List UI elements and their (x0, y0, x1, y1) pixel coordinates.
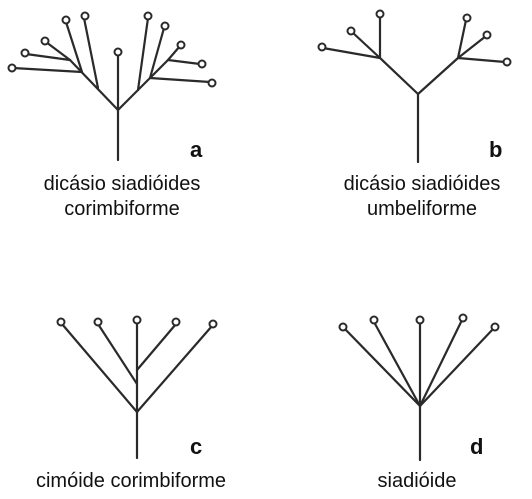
diagram-b-branch (378, 56, 420, 96)
flower-bud (375, 9, 385, 19)
flower-bud (113, 47, 123, 57)
flower-bud (160, 21, 170, 31)
caption-c-line1: cimóide corimbiforme (35, 470, 227, 492)
flower-bud (132, 315, 142, 325)
caption-a: dicásio siadióides corimbiforme (12, 172, 232, 222)
diagram-b-branch (321, 46, 382, 60)
flower-bud (208, 319, 218, 329)
flower-bud (171, 317, 181, 327)
diagram-c-branch (60, 322, 139, 414)
caption-b-line1: dicásio siadióides (343, 173, 501, 195)
caption-a-line1: dicásio siadióides (43, 173, 201, 195)
flower-bud (346, 26, 356, 36)
flower-bud (61, 15, 71, 25)
flower-bud (207, 78, 217, 88)
diagram-b-branch (416, 56, 460, 96)
diagram-a-branch (166, 58, 202, 66)
diagram-c (56, 315, 218, 460)
flower-bud (40, 36, 50, 46)
diagram-a-branch (11, 66, 84, 74)
caption-d-line1: siadióide (377, 470, 457, 492)
diagram-b-branch (456, 34, 488, 60)
flower-bud (7, 63, 17, 73)
flower-bud (317, 42, 327, 52)
diagram-c-branch (96, 322, 139, 386)
diagram-b (317, 9, 512, 164)
flower-bud (93, 317, 103, 327)
diagram-a (7, 11, 217, 162)
flower-bud (197, 59, 207, 69)
diagram-b-branch (456, 18, 468, 60)
diagram-d-branch (418, 318, 464, 408)
caption-b-line2: umbeliforme (366, 198, 478, 220)
diagram-a-branch (64, 20, 84, 74)
diagram-a-branch (148, 76, 212, 84)
diagram-b-branch (350, 30, 382, 60)
diagram-a-branch (24, 52, 72, 62)
caption-a-line2: corimbiforme (64, 198, 180, 220)
panel-letter-d: d (470, 434, 484, 459)
diagram-d-branch (342, 326, 422, 408)
flower-bud (20, 48, 30, 58)
flower-bud (482, 30, 492, 40)
caption-c: cimóide corimbiforme (0, 469, 262, 494)
flower-bud (369, 315, 379, 325)
caption-d: siadióide (342, 469, 492, 494)
flower-bud (502, 57, 512, 67)
caption-b: dicásio siadióides umbeliforme (312, 172, 532, 222)
panel-letter-a: a (190, 137, 203, 162)
diagram-b-branch (456, 56, 507, 64)
diagram-d (338, 313, 500, 462)
diagram-a-branch (68, 58, 120, 112)
flower-bud (415, 315, 425, 325)
flower-bud (490, 322, 500, 332)
flower-bud (462, 13, 472, 23)
diagram-d-branch (372, 320, 422, 408)
diagram-a-branch (148, 26, 166, 80)
flower-bud (338, 322, 348, 332)
diagram-a-branch (136, 16, 150, 92)
flower-bud (80, 11, 90, 21)
panel-letter-b: b (489, 137, 503, 162)
diagram-a-branch (82, 16, 100, 90)
diagram-c-branch (135, 322, 178, 372)
flower-bud (458, 313, 468, 323)
diagram-d-branch (418, 326, 496, 408)
diagram-a-branch (44, 40, 72, 62)
diagram-a-branch (116, 58, 170, 112)
flower-bud (56, 317, 66, 327)
diagram-c-branch (135, 324, 214, 414)
flower-bud (176, 40, 186, 50)
panel-letter-c: c (190, 434, 203, 459)
flower-bud (143, 11, 153, 21)
